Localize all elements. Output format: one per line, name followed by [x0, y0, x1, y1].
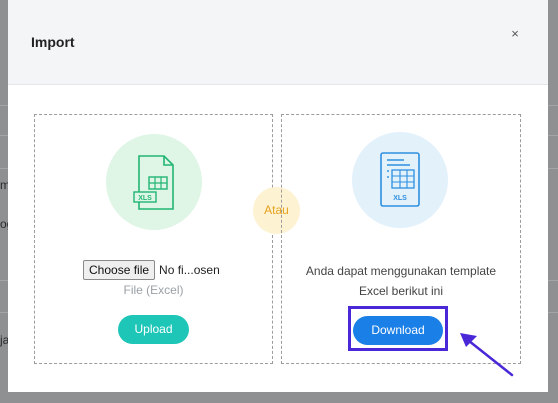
description-line: Excel berikut ini: [358, 284, 444, 298]
choose-file-button[interactable]: Choose file: [83, 260, 156, 280]
upload-button[interactable]: Upload: [118, 315, 189, 344]
highlight-box: [348, 306, 448, 351]
download-button[interactable]: Download: [353, 316, 443, 345]
download-icon-circle: XLS: [352, 132, 448, 228]
xls-label: XLS: [138, 195, 152, 202]
spreadsheet-template-icon: XLS: [380, 152, 420, 207]
or-badge: Atau: [253, 187, 300, 234]
file-name-text: No fi...osen: [159, 263, 220, 277]
pointer-arrow-icon: [460, 333, 514, 377]
download-panel: XLS Anda dapat menggunakan template Exce…: [281, 114, 521, 364]
upload-icon-circle: XLS: [106, 134, 202, 230]
background-text: m: [0, 178, 10, 192]
background-text: ja: [0, 333, 10, 347]
file-hint: File (Excel): [123, 283, 184, 297]
excel-file-icon: XLS: [133, 155, 174, 210]
close-button[interactable]: ×: [511, 26, 519, 41]
download-description: Anda dapat menggunakan template Excel be…: [282, 261, 520, 301]
modal-title: Import: [31, 34, 75, 50]
xls-label: XLS: [393, 195, 407, 202]
modal-header: Import ×: [8, 0, 548, 85]
description-line: Anda dapat menggunakan template: [305, 264, 497, 278]
